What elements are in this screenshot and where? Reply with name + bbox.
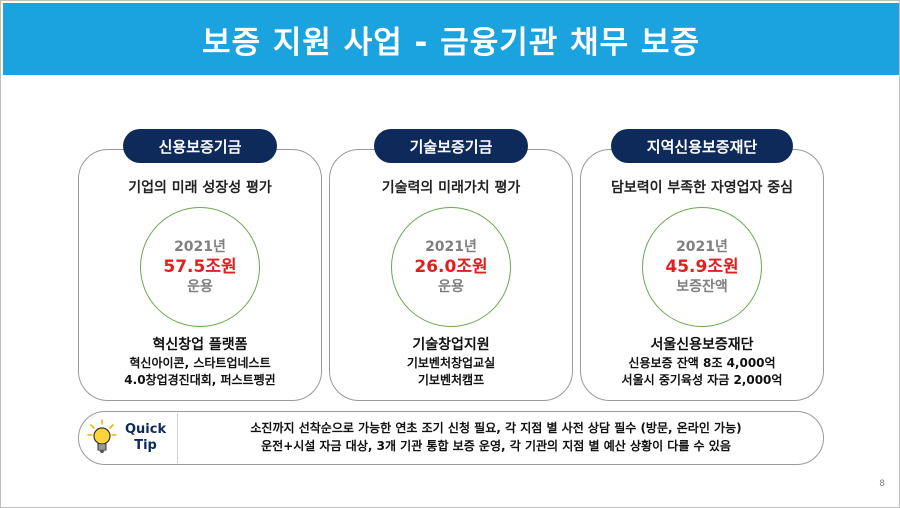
- card-header-regional-guarantee: 지역신용보증재단: [611, 129, 793, 163]
- bottom-line: 기보벤처캠프: [417, 373, 485, 387]
- amount-year: 2021년: [174, 239, 226, 255]
- tip-line: 소진까지 선착순으로 가능한 연초 조기 신청 필요, 각 지점 별 사전 상담…: [250, 421, 742, 435]
- bottom-line: 신용보증 잔액 8조 4,000억: [628, 356, 776, 370]
- card-bottom: 서울신용보증재단 신용보증 잔액 8조 4,000억 서울시 중기육성 자금 2…: [580, 335, 824, 389]
- amount-year: 2021년: [676, 239, 728, 255]
- bottom-line: 서울시 중기육성 자금 2,000억: [621, 373, 783, 387]
- title-bar: 보증 지원 사업 - 금융기관 채무 보증: [3, 3, 899, 75]
- bottom-title: 기술창업지원: [412, 337, 490, 353]
- card-header-tech-guarantee: 기술보증기금: [374, 129, 528, 163]
- amount-label: 운용: [187, 279, 213, 295]
- quick-tip-label: Quick Tip: [81, 413, 181, 463]
- quick-tip-word: Tip: [134, 438, 157, 453]
- lightbulb-icon: [87, 419, 117, 453]
- quick-tip-box: [78, 411, 824, 465]
- amount-circle: 2021년 45.9조원 보증잔액: [642, 207, 762, 327]
- amount-label: 보증잔액: [676, 279, 728, 295]
- quick-tip-word: Quick: [125, 422, 167, 437]
- amount-circle: 2021년 26.0조원 운용: [391, 207, 511, 327]
- bottom-line: 혁신아이콘, 스타트업네스트: [129, 356, 271, 370]
- bottom-line: 기보벤처창업교실: [406, 356, 496, 370]
- bottom-line: 4.0창업경진대회, 퍼스트펭귄: [124, 373, 276, 387]
- page-number: 8: [879, 479, 885, 489]
- quick-tip-text: Quick Tip: [125, 422, 166, 454]
- bottom-title: 서울신용보증재단: [650, 337, 754, 353]
- card-bottom: 기술창업지원 기보벤처창업교실 기보벤처캠프: [329, 335, 573, 389]
- card-subtitle: 기업의 미래 성장성 평가: [128, 180, 272, 196]
- page-title: 보증 지원 사업 - 금융기관 채무 보증: [202, 24, 700, 61]
- amount-circle: 2021년 57.5조원 운용: [140, 207, 260, 327]
- card-header-credit-guarantee: 신용보증기금: [123, 129, 277, 163]
- card-subtitle: 담보력이 부족한 자영업자 중심: [610, 180, 794, 196]
- tip-divider: [177, 413, 178, 463]
- bottom-title: 혁신창업 플랫폼: [152, 337, 248, 353]
- amount-year: 2021년: [425, 239, 477, 255]
- amount-value: 45.9조원: [665, 257, 739, 277]
- card-bottom: 혁신창업 플랫폼 혁신아이콘, 스타트업네스트 4.0창업경진대회, 퍼스트펭귄: [78, 335, 322, 389]
- amount-value: 57.5조원: [163, 257, 237, 277]
- card-subtitle: 기술력의 미래가치 평가: [381, 180, 521, 196]
- amount-value: 26.0조원: [414, 257, 488, 277]
- amount-label: 운용: [438, 279, 464, 295]
- quick-tip-content: 소진까지 선착순으로 가능한 연초 조기 신청 필요, 각 지점 별 사전 상담…: [181, 419, 811, 455]
- tip-line: 운전+시설 자금 대상, 3개 기관 통합 보증 운영, 각 기관의 지점 별 …: [261, 439, 731, 453]
